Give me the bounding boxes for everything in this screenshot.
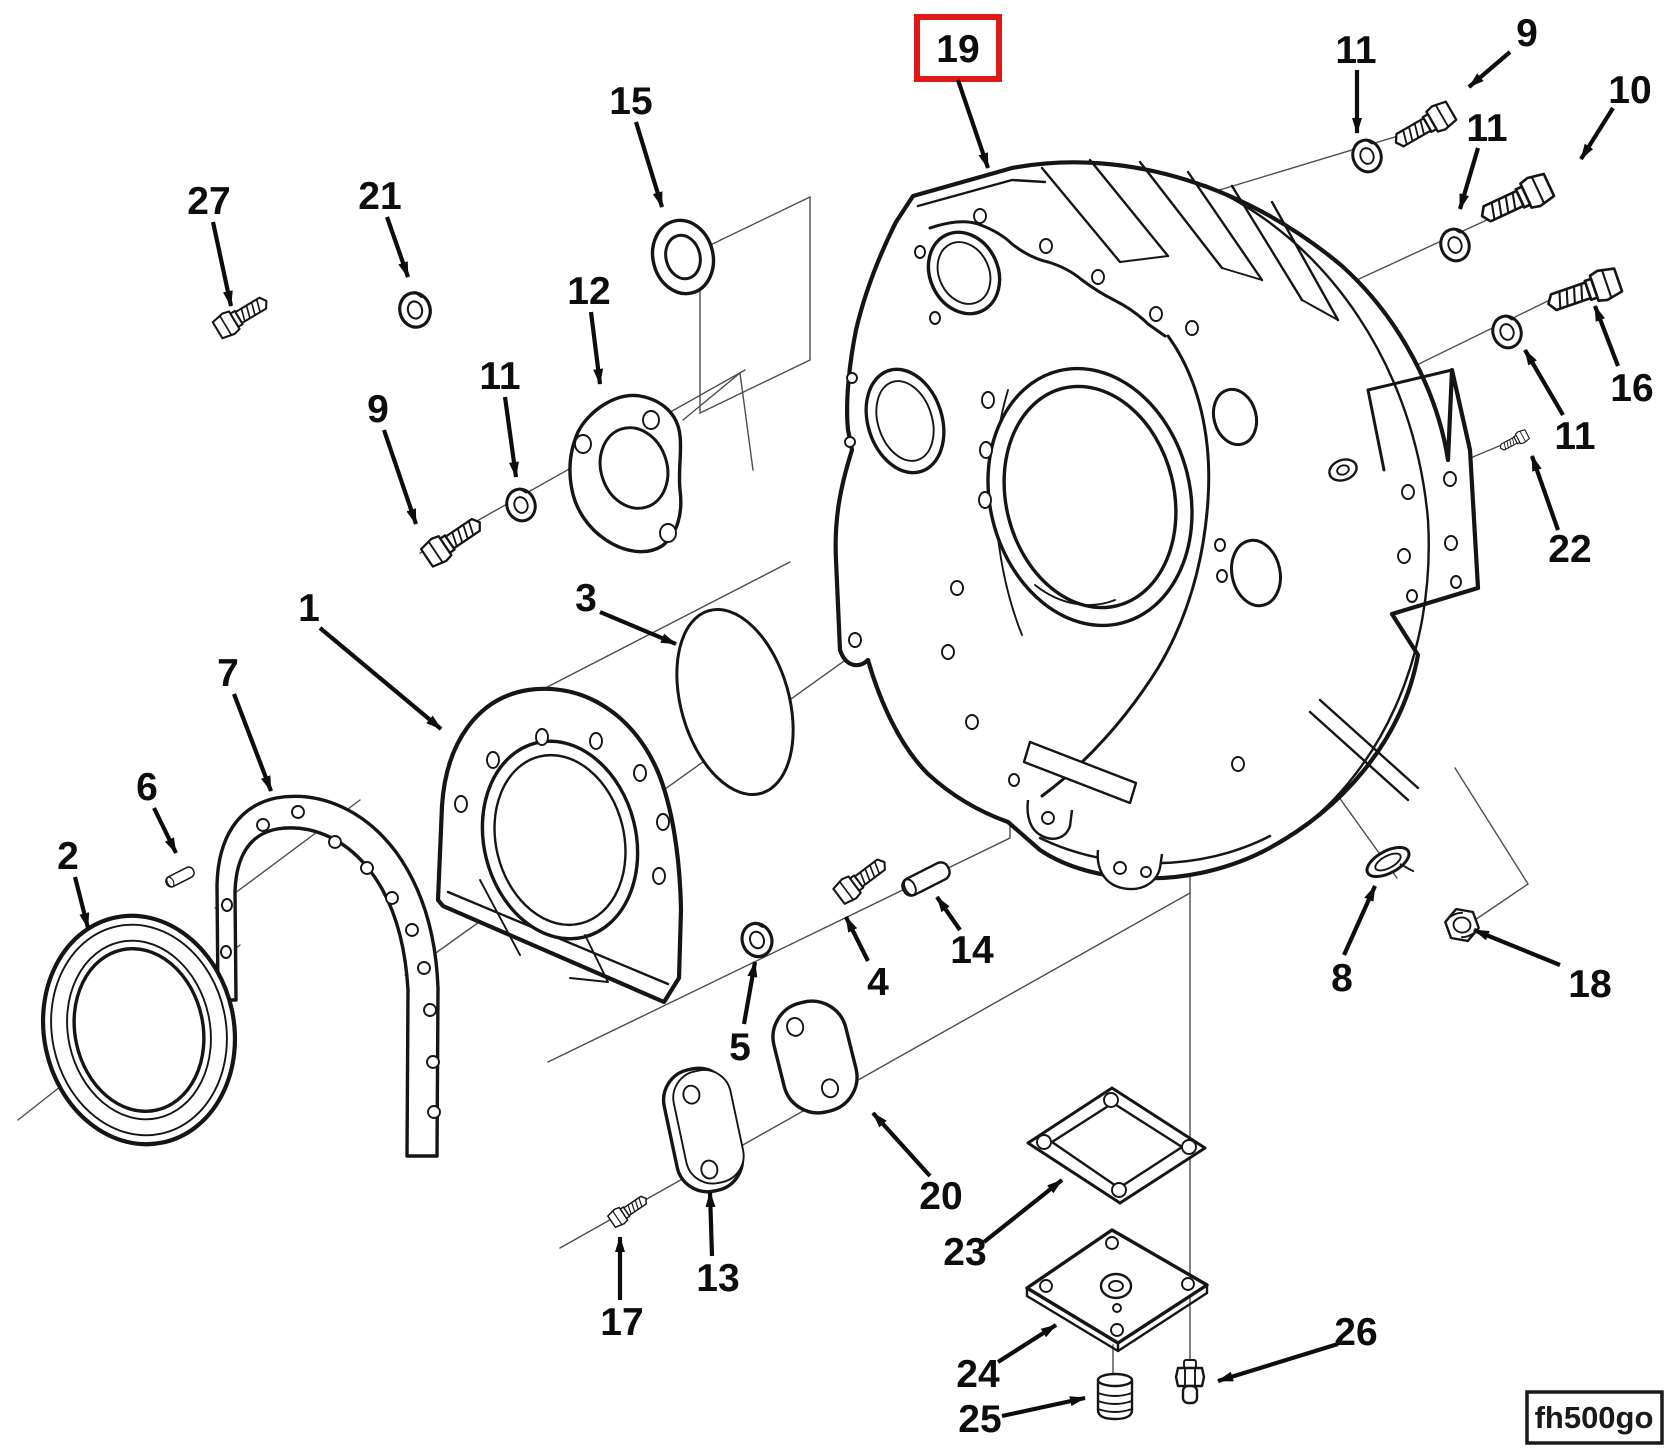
callout-arrow-27: [210, 221, 234, 307]
callout-9: 9: [367, 388, 389, 431]
seal-15: [650, 218, 716, 296]
dowel-pin-14: [898, 858, 954, 900]
callout-3: 3: [575, 577, 597, 620]
callout-arrow-22: [1530, 455, 1560, 531]
callout-arrow-20: [871, 1111, 932, 1178]
plate-12: [568, 393, 683, 554]
cover-13: [661, 1066, 745, 1194]
code-label: fh500go: [1535, 1400, 1654, 1435]
callout-8: 8: [1331, 957, 1353, 1000]
bolt-16: [1542, 264, 1625, 320]
washer-11-top3: [1486, 310, 1528, 354]
callout-arrow-8: [1342, 885, 1377, 956]
seal-adapter-housing-1: [435, 686, 684, 1005]
callout-23: 23: [943, 1231, 986, 1274]
callout-25: 25: [958, 1398, 1001, 1441]
callout-1: 1: [298, 587, 320, 630]
top-ribs: [1040, 158, 1340, 322]
callout-19: 19: [936, 28, 979, 71]
callout-arrow-11: [1457, 147, 1481, 210]
callout-arrow-9: [382, 429, 418, 525]
bolt-27: [210, 289, 274, 342]
callout-12: 12: [567, 270, 610, 313]
callout-arrow-16: [1593, 305, 1620, 367]
callout-11: 11: [1466, 107, 1507, 150]
callout-arrow-2: [72, 876, 91, 929]
callout-arrow-5: [741, 961, 758, 1025]
callout-arrow-11: [502, 396, 519, 478]
code-label-box: fh500go: [1525, 1390, 1664, 1445]
cover-20: [771, 999, 859, 1115]
callout-22: 22: [1548, 528, 1591, 571]
bolt-4: [830, 851, 893, 907]
callout-13: 13: [696, 1257, 739, 1300]
callout-14: 14: [950, 929, 994, 972]
callout-21: 21: [358, 175, 401, 218]
callout-arrow-1: [318, 626, 443, 731]
callout-arrow-9: [1467, 50, 1512, 89]
callout-arrow-15: [633, 121, 665, 208]
bolt-17: [606, 1190, 652, 1230]
callout-arrow-10: [1579, 106, 1615, 161]
washer-21: [394, 287, 436, 333]
callout-11: 11: [1335, 29, 1376, 72]
bolt-10: [1474, 169, 1557, 232]
callout-arrow-12: [588, 311, 604, 385]
callout-20: 20: [919, 1175, 962, 1218]
gasket-23: [1026, 1086, 1207, 1205]
callout-2: 2: [57, 835, 79, 878]
dowel-pin-6: [163, 864, 197, 890]
bolt-22: [1497, 427, 1531, 455]
callout-arrow-3: [599, 610, 677, 646]
washer-11-left: [500, 483, 542, 527]
callout-9: 9: [1516, 12, 1538, 55]
callout-arrow-7: [232, 693, 273, 792]
callout-arrow-19: [956, 79, 990, 169]
callout-arrow-18: [1473, 928, 1561, 967]
bracket-pad: [1397, 471, 1462, 603]
adapter-bolt-holes: [454, 728, 670, 885]
callout-arrow-23: [982, 1178, 1064, 1244]
callout-arrow-25: [1001, 1395, 1086, 1419]
callout-18: 18: [1568, 963, 1611, 1006]
callout-arrow-21: [385, 216, 410, 278]
callout-arrow-24: [996, 1323, 1058, 1364]
gasket-7: [215, 794, 441, 1158]
callout-arrow-13: [705, 1191, 716, 1257]
callout-17: 17: [600, 1301, 643, 1344]
callout-5: 5: [729, 1026, 751, 1069]
nut-18: [1444, 907, 1480, 943]
grommet-8: [1365, 845, 1415, 879]
plug-25: [1096, 1372, 1134, 1421]
callout-arrow-26: [1217, 1341, 1339, 1384]
highlight-box: [914, 14, 1002, 82]
callout-10: 10: [1608, 69, 1651, 112]
callout-27: 27: [187, 180, 230, 223]
bolt-9-top: [1388, 98, 1459, 156]
callout-4: 4: [867, 961, 889, 1004]
callout-16: 16: [1610, 367, 1653, 410]
flange-bolt-holes: [844, 208, 1245, 787]
callout-26: 26: [1334, 1311, 1377, 1354]
callout-15: 15: [609, 80, 652, 123]
washer-11-top2: [1434, 223, 1476, 267]
gasket-3: [675, 607, 795, 797]
flywheel-housing: [833, 158, 1481, 891]
callout-11: 11: [1554, 415, 1595, 458]
cover-24: [1025, 1228, 1209, 1353]
callout-11: 11: [479, 355, 520, 398]
callout-6: 6: [136, 766, 158, 809]
callout-arrow-4: [844, 916, 870, 962]
gasket-7-holes: [220, 805, 441, 1119]
callout-arrow-14: [935, 895, 962, 932]
seal-ring-2: [40, 913, 238, 1147]
fitting-26: [1174, 1359, 1206, 1405]
callout-arrow-11: [1523, 348, 1565, 417]
bolt-9-left: [418, 510, 489, 571]
callout-24: 24: [956, 1353, 1000, 1396]
callout-arrow-6: [152, 807, 178, 854]
callout-7: 7: [217, 652, 239, 695]
